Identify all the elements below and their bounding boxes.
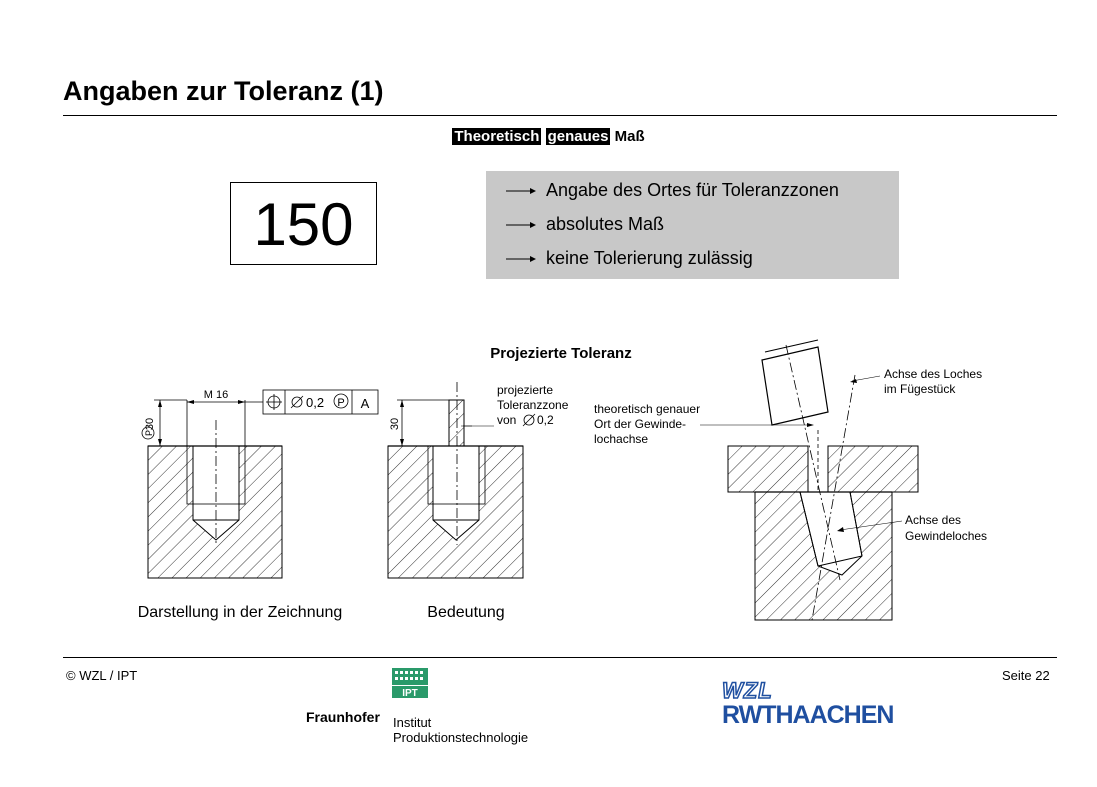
hole-axis-label-2: im Fügestück <box>884 382 956 396</box>
caption-meaning: Bedeutung <box>427 604 504 621</box>
projected-zone-value: 0,2 <box>537 413 554 427</box>
title-divider <box>63 115 1057 116</box>
rwth-wzl-logo: WZL RWTHAACHEN <box>721 677 894 729</box>
projected-zone-label-1: projezierte <box>497 383 553 397</box>
ipt-logo: IPT <box>392 668 428 699</box>
hole-axis-line <box>811 374 856 621</box>
caption-representation: Darstellung in der Zeichnung <box>138 604 343 621</box>
projected-zone-label-2: Toleranzzone <box>497 398 569 412</box>
thread-size-label: M 16 <box>204 389 228 401</box>
projected-symbol-icon <box>141 426 155 440</box>
theoretical-axis-label-3: lochachse <box>594 432 648 446</box>
info-item-text: absolutes Maß <box>546 214 665 234</box>
projected-symbol-letter: P <box>144 430 154 436</box>
arrow-right-icon <box>506 256 536 263</box>
subtitle-word-1: Theoretisch <box>452 128 542 145</box>
theoretical-dimension-box: 150 <box>230 182 377 265</box>
institute-label: Institut <box>393 715 432 730</box>
bolt-axis-line <box>785 344 841 581</box>
projection-height-label: 30 <box>144 418 156 430</box>
info-item: keine Tolerierung zulässig <box>506 248 753 269</box>
arrow-right-icon <box>506 222 536 229</box>
drawing-representation: M 16 30 P 0,2 P A <box>141 389 379 579</box>
technical-drawing: Projezierte Toleranz M 16 30 P <box>138 339 987 621</box>
drawing-assembly: Achse des Loches im Fügestück Achse des … <box>727 339 987 621</box>
wzl-logo-text: WZL <box>721 677 773 704</box>
diameter-icon <box>522 413 536 427</box>
thread-axis-label-1: Achse des <box>905 513 961 527</box>
page-number: Seite 22 <box>1002 668 1050 683</box>
footer-divider <box>63 657 1057 658</box>
projected-tolerance-zone <box>448 399 465 447</box>
info-item: Angabe des Ortes für Toleranzzonen <box>506 180 839 201</box>
datum-label: A <box>361 396 370 411</box>
footer-copyright: © WZL / IPT <box>66 668 138 683</box>
fraunhofer-logo-text: Fraunhofer <box>306 709 380 725</box>
theoretical-axis-label-2: Ort der Gewinde- <box>594 417 686 431</box>
drawing-meaning: 30 projezierte Toleranzzone von 0,2 <box>387 382 569 579</box>
projected-zone-label-3: von <box>497 413 516 427</box>
arrow-right-icon <box>506 188 536 195</box>
feature-control-frame <box>262 389 379 415</box>
tolerance-value: 0,2 <box>306 395 324 410</box>
drawing-heading: Projezierte Toleranz <box>490 345 631 362</box>
info-box: Angabe des Ortes für Toleranzzonen absol… <box>486 171 899 279</box>
hatched-workpiece <box>147 445 283 579</box>
projected-tolerance-icon <box>333 393 349 409</box>
section-subtitle: Theoretisch genaues Maß <box>0 128 1097 145</box>
projected-tolerance-letter: P <box>337 397 344 409</box>
theoretical-axis-label-1: theoretisch genauer <box>594 402 700 416</box>
page-title: Angaben zur Toleranz (1) <box>63 76 384 106</box>
ipt-logo-text: IPT <box>402 688 418 698</box>
info-item: absolutes Maß <box>506 214 664 235</box>
thread-axis-label-2: Gewindeloches <box>905 529 987 543</box>
rwth-logo-text: RWTHAACHEN <box>722 701 894 729</box>
subtitle-word-2: genaues <box>545 128 611 145</box>
dimension-30-label: 30 <box>389 418 401 430</box>
subtitle-word-3: Maß <box>614 128 645 145</box>
diameter-icon <box>290 395 304 409</box>
position-icon <box>266 394 282 410</box>
production-technology-label: Produktionstechnologie <box>393 730 529 745</box>
hatched-workpiece <box>387 445 524 579</box>
info-item-text: keine Tolerierung zulässig <box>546 248 753 268</box>
info-item-text: Angabe des Ortes für Toleranzzonen <box>546 180 839 200</box>
hole-axis-label-1: Achse des Loches <box>884 367 982 381</box>
tilted-bolt-head <box>761 346 829 426</box>
